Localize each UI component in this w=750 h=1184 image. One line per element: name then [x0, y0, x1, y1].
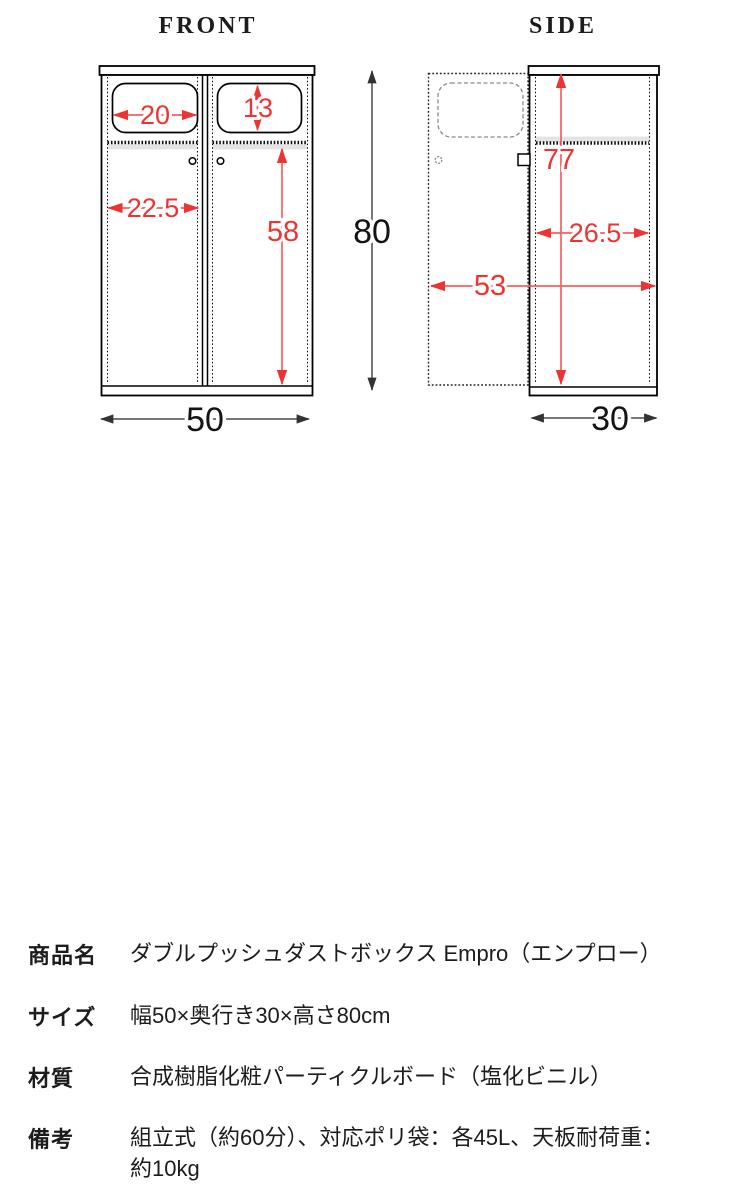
- spec-label: 備考: [28, 1127, 75, 1152]
- side-inner-height-dim: 77: [543, 144, 575, 176]
- spec-label: サイズ: [28, 1005, 97, 1030]
- spec-value-line: 約10kg: [130, 1156, 200, 1181]
- side-open-door-knob: [434, 156, 443, 164]
- side-upper-depth-dim: 26.5: [569, 218, 622, 248]
- side-top-board: [527, 65, 660, 76]
- spec-value: ダブルプッシュダストボックス Empro（エンプロー）: [130, 941, 662, 966]
- side-view: SIDE 77 26.5: [427, 13, 660, 442]
- spec-value-line: 組立式（約60分）、対応ポリ袋：各45L、天板耐荷重：: [130, 1125, 665, 1150]
- side-dimensions: 77 26.5 53 30: [429, 72, 658, 442]
- front-door-height-dim: 58: [267, 216, 299, 248]
- spec-value: 幅50×奥行き30×高さ80cm: [130, 1003, 391, 1028]
- side-open-depth-dim: 53: [474, 270, 506, 302]
- front-left-knob: [188, 156, 197, 166]
- spec-value: 合成樹脂化粧パーティクルボード（塩化ビニル）: [130, 1064, 613, 1089]
- side-latch: [517, 153, 531, 167]
- front-dimensions: 20 13 22.5 58 80 50: [99, 69, 394, 443]
- side-overall-depth-dim: 30: [591, 400, 629, 438]
- front-overall-width-dim: 50: [186, 401, 224, 439]
- front-view-title: FRONT: [159, 13, 258, 39]
- spec-label: 材質: [28, 1066, 75, 1091]
- front-view: FRONT: [98, 13, 394, 443]
- side-view-title: SIDE: [529, 13, 597, 39]
- spec-value: 組立式（約60分）、対応ポリ袋：各45L、天板耐荷重： 約10kg: [130, 1122, 720, 1184]
- front-right-knob: [216, 156, 225, 166]
- product-dimension-sheet: FRONT: [28, 13, 664, 1181]
- side-cabinet-drawing: [427, 65, 660, 397]
- front-overall-height-dim: 80: [353, 213, 391, 251]
- spec-label: 商品名: [28, 943, 98, 968]
- front-opening-height-dim: 13: [243, 93, 273, 123]
- dimension-diagram: FRONT: [98, 13, 660, 443]
- front-opening-width-dim: 20: [140, 100, 170, 130]
- side-open-door-flap: [437, 82, 524, 138]
- front-top-board: [98, 65, 316, 76]
- side-open-door-outline: [427, 72, 529, 386]
- front-left-push-opening: [111, 82, 199, 134]
- front-door-width-dim: 22.5: [127, 193, 180, 223]
